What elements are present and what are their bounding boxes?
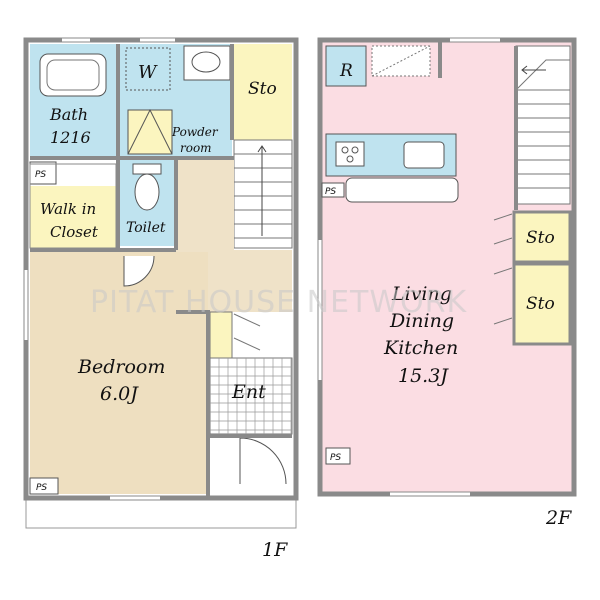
- sto-2f-b-door: [493, 267, 513, 325]
- ldk-label-2: Dining: [389, 310, 454, 332]
- toilet-tank: [132, 163, 162, 175]
- sto-1f-label: Sto: [248, 79, 277, 99]
- stairs-arrow-1f: [257, 145, 267, 236]
- interior-walls-1f: [30, 44, 292, 496]
- ldk-label-3: Kitchen: [383, 337, 458, 359]
- watermark: PITAT HOUSE NETWORK: [90, 285, 467, 320]
- washer-label: W: [138, 62, 158, 83]
- sto-2f-a-door: [493, 213, 513, 245]
- hall-1f: [176, 160, 234, 252]
- ps-label-2: PS: [36, 483, 47, 493]
- windows-2f: [318, 38, 500, 496]
- powder-label-1: Powder: [171, 125, 219, 139]
- ldk-label-4: 15.3J: [398, 365, 449, 387]
- bedroom-label-1: Bedroom: [77, 356, 165, 378]
- entrance-tile-grid: [210, 358, 292, 434]
- first-floor: [23, 37, 299, 529]
- powder-label-2: room: [180, 141, 212, 155]
- fridge-label: R: [339, 61, 353, 81]
- walkin-closet: [30, 186, 116, 248]
- sink-icon: [191, 51, 221, 73]
- fridge-space: [325, 45, 367, 87]
- bedroom-label-2: 6.0J: [100, 383, 139, 405]
- ent-label: Ent: [231, 381, 266, 403]
- walkin-label-1: Walk in: [40, 200, 96, 218]
- burner-3: [346, 155, 354, 163]
- sto-1f: [234, 44, 292, 140]
- storage-hatch-diag: [371, 45, 431, 77]
- ps-box-4: [325, 447, 351, 465]
- second-floor: [317, 37, 577, 497]
- sto-2f-b: [512, 262, 572, 346]
- walkin-label-2: Closet: [50, 223, 99, 241]
- labels: Bath 1216 W Powder room Sto PS Walk in C…: [35, 61, 572, 561]
- sto-2f-b-label: Sto: [526, 294, 555, 314]
- shower-tray: [127, 109, 173, 155]
- bath-label-2: 1216: [50, 128, 91, 147]
- shower-tray-lines: [127, 108, 173, 155]
- ps-box-2: [29, 477, 59, 495]
- stairs-1f: [233, 139, 293, 249]
- washer-space: [125, 47, 171, 91]
- ldk-label-1: Living: [391, 283, 452, 305]
- kitchen-sink-icon: [403, 141, 445, 169]
- ps-box-3: [321, 182, 345, 198]
- windows-1f: [24, 38, 175, 500]
- bedroom: [30, 252, 208, 494]
- interior-walls-2f: [438, 40, 518, 210]
- toilet-bowl-icon: [134, 173, 160, 211]
- burner-1: [341, 146, 349, 154]
- floor-label-2f: 2F: [545, 507, 572, 529]
- stairs-arrow-2f: [521, 65, 546, 75]
- bedroom-door-swing: [123, 255, 155, 287]
- ps-label-1: PS: [35, 170, 46, 180]
- shoe-door-swing: [233, 313, 261, 351]
- sto-2f-a-label: Sto: [526, 228, 555, 248]
- ps-label-4: PS: [330, 453, 341, 463]
- front-door-swing: [239, 437, 287, 485]
- balcony-area-1f: [25, 495, 297, 529]
- ps-label-3: PS: [325, 187, 336, 197]
- sto-2f-a: [512, 210, 572, 264]
- burner-2: [351, 146, 359, 154]
- counter-extension: [345, 177, 459, 203]
- floor-label-1f: 1F: [262, 539, 288, 561]
- bathtub-inner: [46, 59, 100, 91]
- toilet-label: Toilet: [126, 220, 166, 236]
- bath-label-1: Bath: [49, 105, 88, 124]
